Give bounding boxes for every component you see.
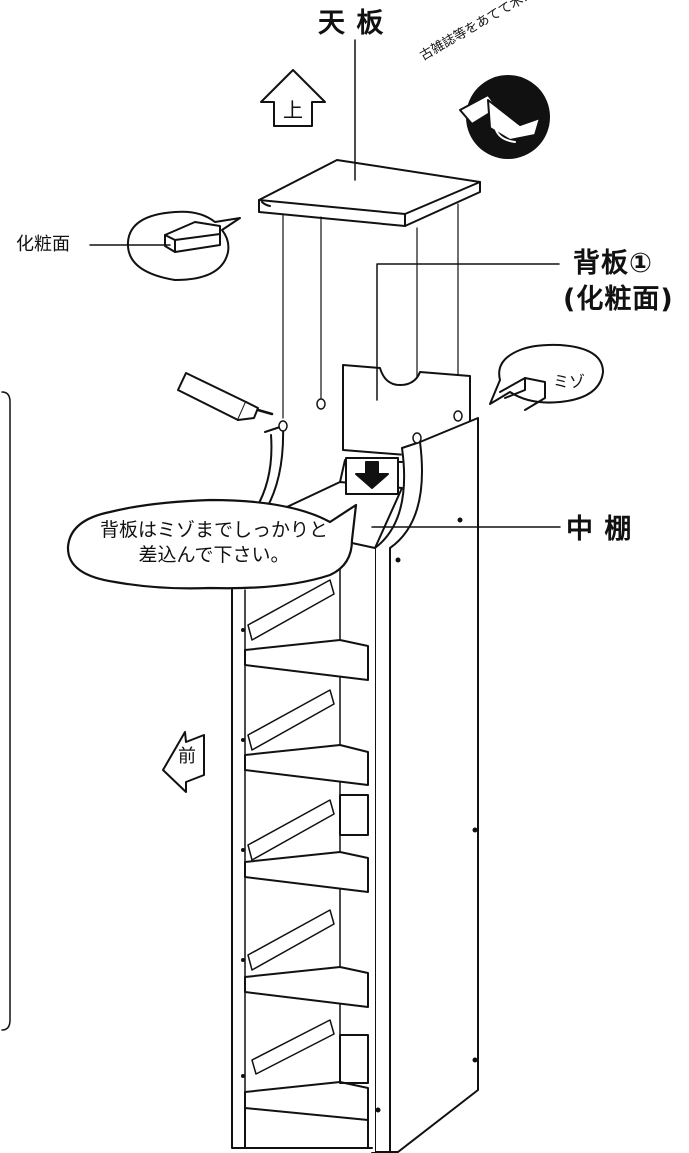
back-board-face-label: (化粧面) [563, 284, 674, 315]
instruction-callout-text: 背板はミゾまでしっかりと 差込んで下さい。 [80, 518, 348, 567]
screw-dots [241, 517, 478, 1113]
hammer-stamp-icon [459, 75, 550, 159]
up-label: 上 [283, 98, 303, 122]
groove-bubble [489, 343, 604, 411]
cabinet-body [231, 417, 479, 1153]
back-board-label: 背板① [573, 248, 653, 279]
instruction-line-1: 背板はミゾまでしっかりと [99, 519, 328, 541]
up-arrow-icon [260, 69, 326, 127]
instruction-line-2: 差込んで下さい。 [138, 543, 290, 566]
margin-bracket [1, 391, 11, 1031]
glue-bottle-icon [177, 372, 274, 421]
front-label: 前 [178, 746, 196, 767]
top-board-label: 天 板 [318, 8, 385, 39]
middle-shelf-label: 中 棚 [566, 514, 633, 545]
dowels [278, 398, 463, 444]
front-arrow-icon [162, 731, 205, 793]
groove-label: ミゾ [553, 372, 586, 391]
back-board-leader [376, 263, 560, 401]
decorative-face-bubble [126, 210, 241, 281]
drawer-rails [247, 579, 335, 1075]
down-arrow-icon [345, 457, 399, 495]
decorative-face-label: 化粧面 [16, 234, 70, 255]
top-board [258, 159, 481, 227]
instruction-callout-bubble [66, 498, 358, 590]
